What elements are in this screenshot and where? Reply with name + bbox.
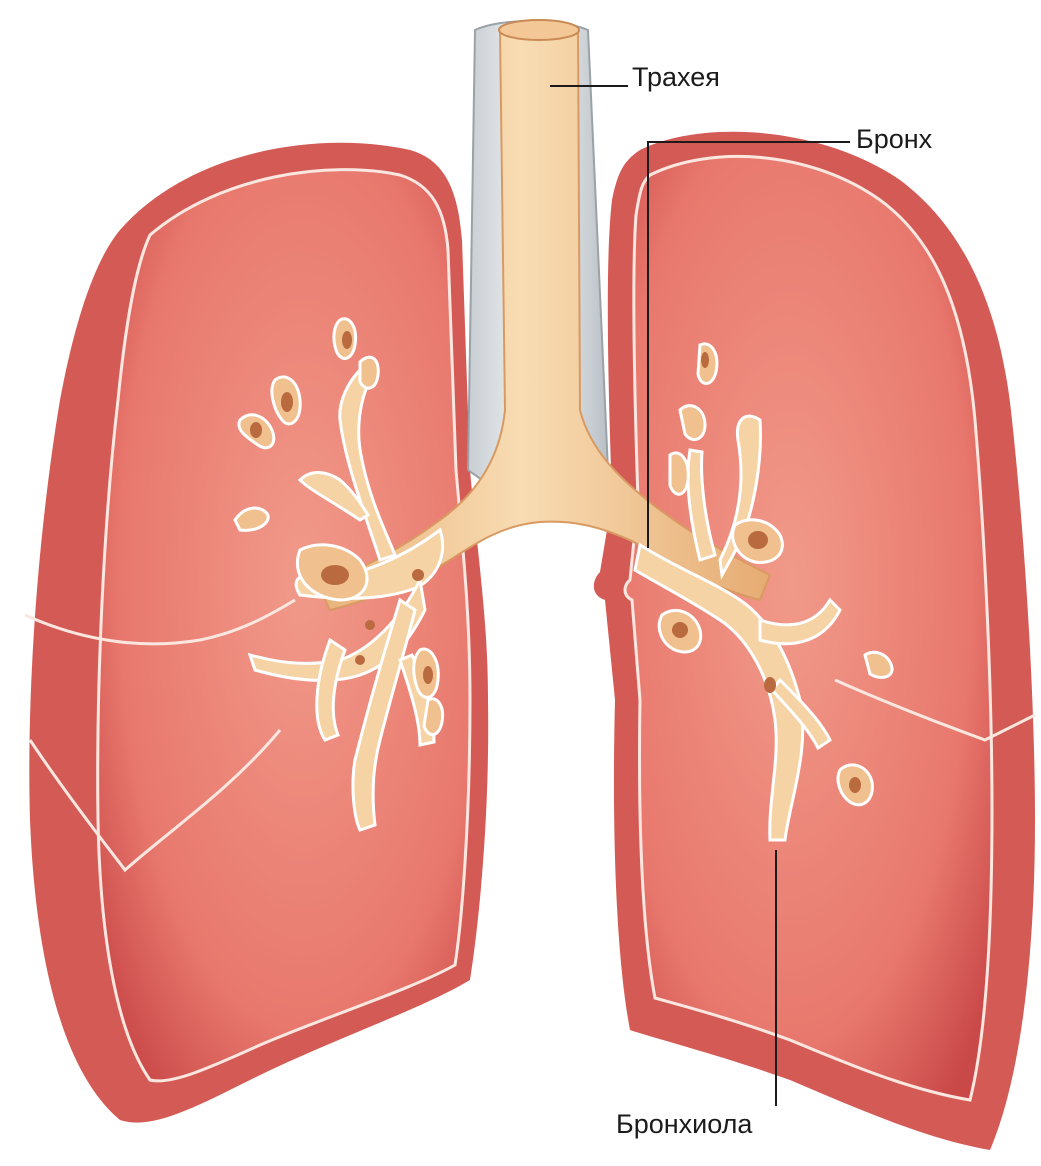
trachea-opening — [499, 20, 579, 40]
bronchiole-label: Бронхиола — [616, 1111, 752, 1138]
trachea-label: Трахея — [632, 64, 720, 91]
bronchus-label: Бронх — [856, 126, 932, 153]
